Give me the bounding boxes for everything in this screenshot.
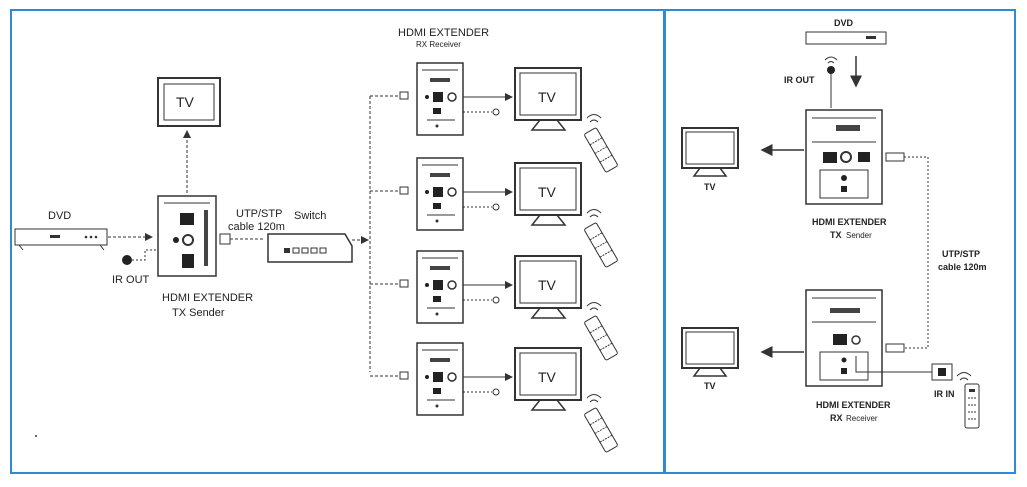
utp-cable — [885, 152, 929, 353]
remote-control-icon — [956, 372, 980, 429]
tv-top-label: TV — [176, 94, 195, 110]
rx-title: HDMI EXTENDER — [816, 400, 891, 410]
ir-emitter-icon — [122, 249, 160, 265]
right-ir-out-label: IR OUT — [784, 75, 815, 85]
tx-title: HDMI EXTENDER — [812, 217, 887, 227]
rx-subtitle: RX — [830, 413, 843, 423]
tv-icon-top — [157, 77, 221, 127]
receiver-row-1 — [370, 62, 618, 173]
rx-role: Receiver — [846, 414, 878, 423]
tx-device — [805, 109, 883, 205]
right-cable-line1: UTP/STP — [942, 249, 980, 259]
ir-out-label: IR OUT — [112, 274, 150, 286]
ir-emitter-icon — [824, 56, 838, 108]
ir-receiver-icon — [855, 356, 953, 381]
dvd-player-icon — [805, 31, 887, 45]
right-panel-border — [664, 9, 1016, 474]
cable-label-line1: UTP/STP — [236, 208, 282, 220]
tx-sender-device — [157, 195, 217, 277]
receiver-row-3 — [370, 250, 618, 361]
network-switch-icon — [267, 233, 353, 263]
cable-label-line2: cable 120m — [228, 221, 285, 233]
switch-label: Switch — [294, 210, 326, 222]
receiver-row-2 — [370, 157, 618, 268]
tx-role: Sender — [846, 231, 872, 240]
tv-icon-right-top — [681, 127, 739, 177]
receiver-subtitle: RX Receiver — [416, 40, 461, 49]
right-tv-top-label: TV — [704, 182, 716, 192]
dvd-player-icon — [14, 228, 108, 251]
sender-title: HDMI EXTENDER — [162, 292, 253, 304]
tx-subtitle: TX — [830, 230, 842, 240]
ir-in-label: IR IN — [934, 389, 955, 399]
receiver-tv-label-3: TV — [538, 277, 557, 293]
sender-subtitle: TX Sender — [172, 307, 225, 319]
right-panel: DVD IR OUT HDMI EXTENDER TX Send — [681, 18, 987, 429]
receiver-tv-label-1: TV — [538, 89, 557, 105]
right-dvd-label: DVD — [834, 18, 854, 28]
receiver-title: HDMI EXTENDER — [398, 27, 489, 39]
right-cable-line2: cable 120m — [938, 262, 987, 272]
rj45-connector-icon — [219, 233, 264, 245]
rx-device — [805, 289, 883, 387]
receiver-tv-label-4: TV — [538, 369, 557, 385]
remote-control-icon — [584, 114, 618, 173]
tv-icon — [514, 347, 582, 401]
remote-control-icon — [584, 394, 618, 453]
stray-dot — [35, 435, 37, 437]
tv-icon — [514, 67, 582, 121]
receiver-tv-label-2: TV — [538, 184, 557, 200]
tv-icon — [514, 255, 582, 309]
right-tv-bottom-label: TV — [704, 381, 716, 391]
tv-icon — [514, 162, 582, 216]
remote-control-icon — [584, 302, 618, 361]
tv-icon-right-bottom — [681, 327, 739, 377]
remote-control-icon — [584, 209, 618, 268]
dvd-label: DVD — [48, 210, 71, 222]
left-panel: DVD IR OUT TV H — [14, 27, 618, 453]
receiver-row-4 — [370, 342, 618, 453]
